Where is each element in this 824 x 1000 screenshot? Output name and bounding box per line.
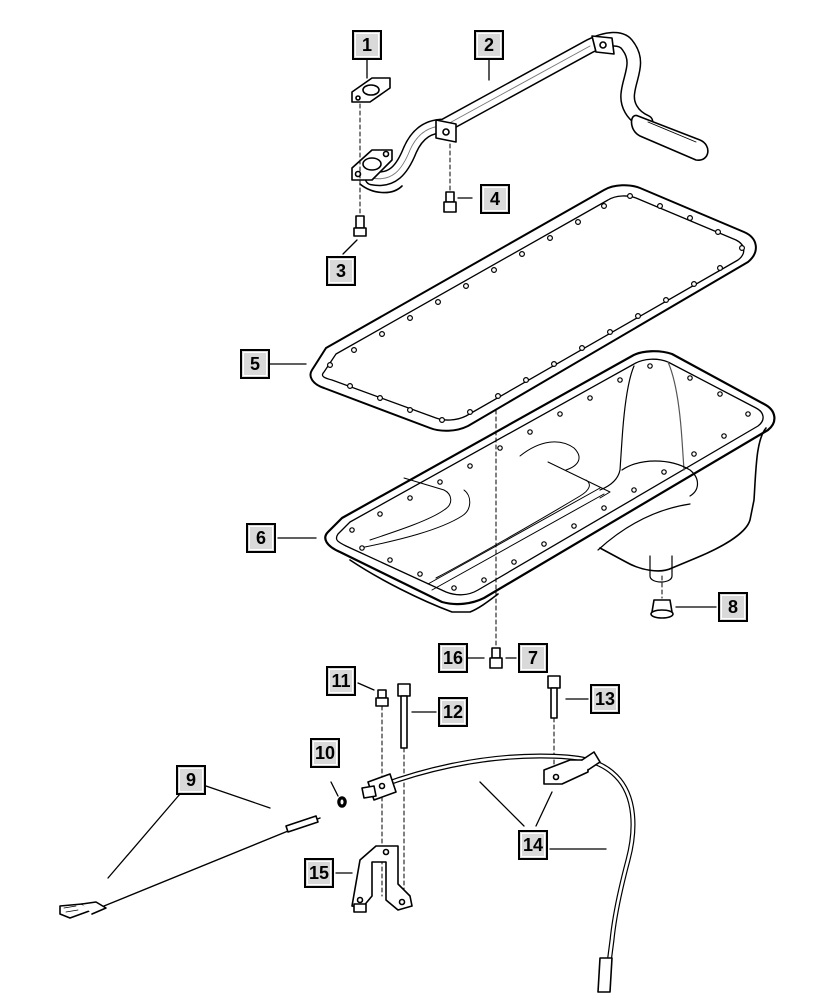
oil-pan <box>324 350 776 613</box>
callout-5-label: 5 <box>249 353 260 374</box>
callout-6-label: 6 <box>255 527 266 548</box>
callout-8-label: 8 <box>727 596 738 617</box>
bolt-3 <box>353 103 367 237</box>
callout-10-label: 10 <box>314 742 336 763</box>
bolt-7 <box>489 409 503 669</box>
bolt-4 <box>443 143 457 213</box>
callout-14-label: 14 <box>522 834 544 855</box>
callout-9: 9 <box>176 765 206 795</box>
callout-9-label: 9 <box>185 769 196 790</box>
callout-13-label: 13 <box>594 688 616 709</box>
callout-11: 11 <box>326 666 356 696</box>
oil-pan-gasket <box>309 184 757 432</box>
callout-10: 10 <box>310 738 340 768</box>
callout-14: 14 <box>518 830 548 860</box>
callout-4-label: 4 <box>489 188 500 209</box>
gasket-bolt-holes <box>327 193 745 424</box>
leader-lines <box>107 59 717 879</box>
callout-15: 15 <box>304 858 334 888</box>
bolt-11 <box>375 689 389 897</box>
dipstick-tube <box>361 751 636 993</box>
oil-pickup-tube <box>351 31 709 194</box>
callout-1-label: 1 <box>361 34 372 55</box>
callout-6: 6 <box>246 523 276 553</box>
callout-3-label: 3 <box>335 260 346 281</box>
stud-12 <box>397 683 411 901</box>
tube-bracket <box>351 845 413 913</box>
callout-2-label: 2 <box>483 34 494 55</box>
callout-15-label: 15 <box>308 862 330 883</box>
callout-8: 8 <box>718 592 748 622</box>
callout-3: 3 <box>326 256 356 286</box>
callout-1: 1 <box>352 30 382 60</box>
stud-13 <box>547 675 561 771</box>
callout-12: 12 <box>438 697 468 727</box>
callout-16: 16 <box>438 643 468 673</box>
callout-7: 7 <box>518 643 548 673</box>
pan-bolt-holes <box>349 363 751 591</box>
callout-12-label: 12 <box>442 701 464 722</box>
callout-16-label: 16 <box>442 647 464 668</box>
callout-11-label: 11 <box>331 670 351 691</box>
callout-2: 2 <box>474 30 504 60</box>
drain-plug <box>650 575 674 619</box>
o-ring <box>337 796 347 808</box>
callout-13: 13 <box>590 684 620 714</box>
callout-4: 4 <box>480 184 510 214</box>
callout-7-label: 7 <box>527 647 538 668</box>
dipstick <box>59 815 321 919</box>
pickup-gasket <box>351 77 391 103</box>
callout-5: 5 <box>240 349 270 379</box>
